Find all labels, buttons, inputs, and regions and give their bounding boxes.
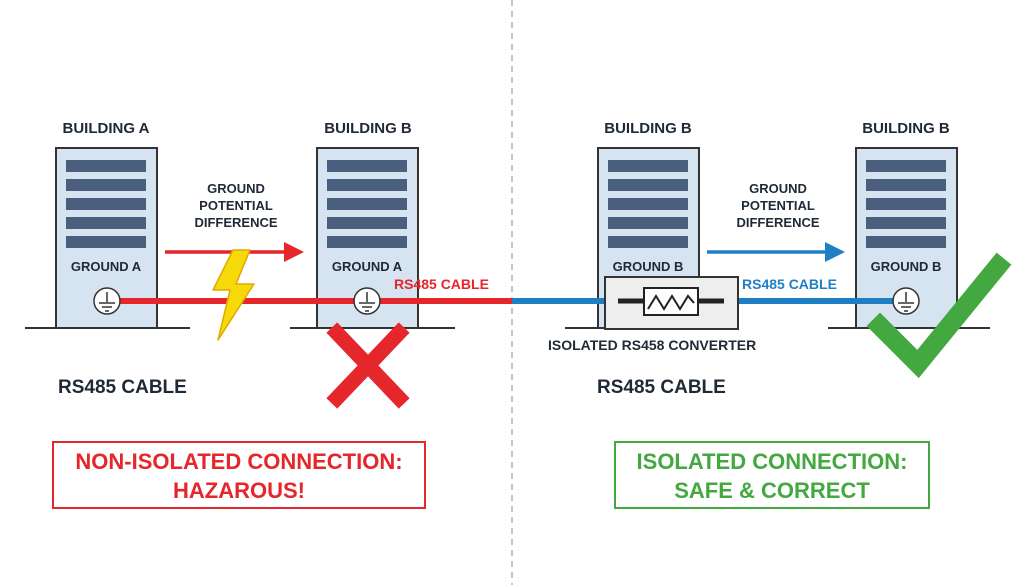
right-building-1-ground-label: GROUND B xyxy=(612,259,684,274)
ground-symbol-icon xyxy=(93,287,121,315)
red-x-icon xyxy=(326,322,410,409)
left-verdict-box: NON-ISOLATED CONNECTION: HAZAROUS! xyxy=(52,441,426,509)
converter-label: ISOLATED RS458 CONVERTER xyxy=(548,337,757,353)
right-gpd-label: GROUND POTENTIAL DIFFERENCE xyxy=(708,180,848,231)
right-gpd-line1: GROUND xyxy=(749,181,807,196)
right-building-2-name: BUILDING B xyxy=(862,120,950,137)
left-cable-caption: RS485 CABLE xyxy=(58,377,187,398)
ground-symbol-icon xyxy=(892,287,920,315)
left-gpd-label: GROUND POTENTIAL DIFFERENCE xyxy=(166,180,306,231)
left-building-2-ground-label: GROUND A xyxy=(331,259,403,274)
ground-symbol-icon xyxy=(353,287,381,315)
right-gpd-arrow xyxy=(707,242,845,262)
green-check-icon xyxy=(866,252,1012,379)
lightning-bolt-icon xyxy=(212,249,255,341)
right-building-1-name: BUILDING B xyxy=(604,120,692,137)
right-cable-tag: RS485 CABLE xyxy=(742,276,837,292)
left-gpd-line2: POTENTIAL xyxy=(199,198,273,213)
right-verdict-line1: ISOLATED CONNECTION: xyxy=(636,449,908,474)
right-verdict-box: ISOLATED CONNECTION: SAFE & CORRECT xyxy=(614,441,930,509)
left-building-1-ground-label: GROUND A xyxy=(70,259,142,274)
left-verdict-line1: NON-ISOLATED CONNECTION: xyxy=(75,449,403,474)
isolated-converter-box xyxy=(604,276,739,330)
right-gpd-line3: DIFFERENCE xyxy=(736,215,820,230)
left-gpd-arrow xyxy=(165,242,304,262)
left-cable-tag: RS485 CABLE xyxy=(394,276,489,292)
resistor-icon xyxy=(643,287,699,316)
left-gpd-line1: GROUND xyxy=(207,181,265,196)
right-cable-caption: RS485 CABLE xyxy=(597,377,726,398)
right-gpd-line2: POTENTIAL xyxy=(741,198,815,213)
left-verdict-line2: HAZAROUS! xyxy=(173,478,305,503)
left-gpd-line3: DIFFERENCE xyxy=(194,215,278,230)
right-building-2-ground-label: GROUND B xyxy=(870,259,942,274)
right-verdict-line2: SAFE & CORRECT xyxy=(674,478,870,503)
left-building-1-name: BUILDING A xyxy=(62,120,150,137)
left-building-2-name: BUILDING B xyxy=(324,120,412,137)
